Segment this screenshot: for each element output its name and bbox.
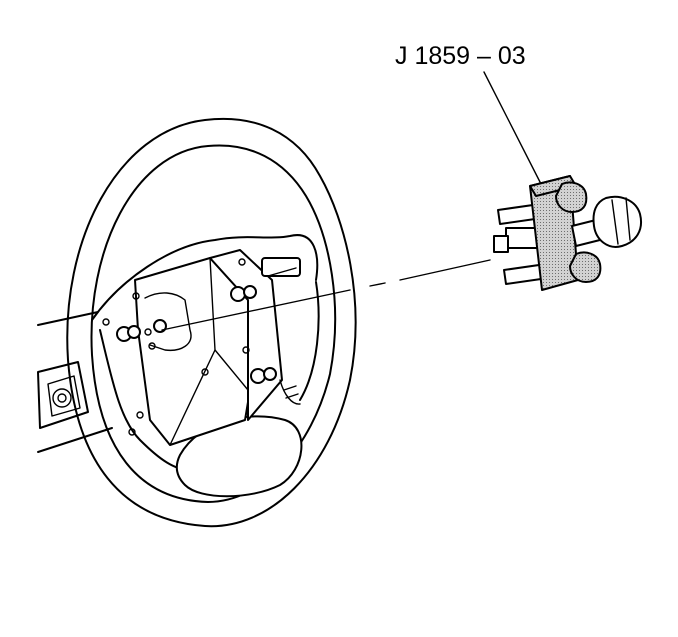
hub-bolt: [230, 285, 257, 302]
steering-wheel-hub: [91, 234, 320, 498]
hub-bolt: [116, 319, 167, 342]
hub-bolt: [250, 367, 277, 384]
leader-line: [483, 71, 541, 183]
alignment-line: [161, 259, 491, 331]
puller-tool: [493, 175, 642, 291]
tool-label: J 1859 – 03: [395, 42, 526, 70]
